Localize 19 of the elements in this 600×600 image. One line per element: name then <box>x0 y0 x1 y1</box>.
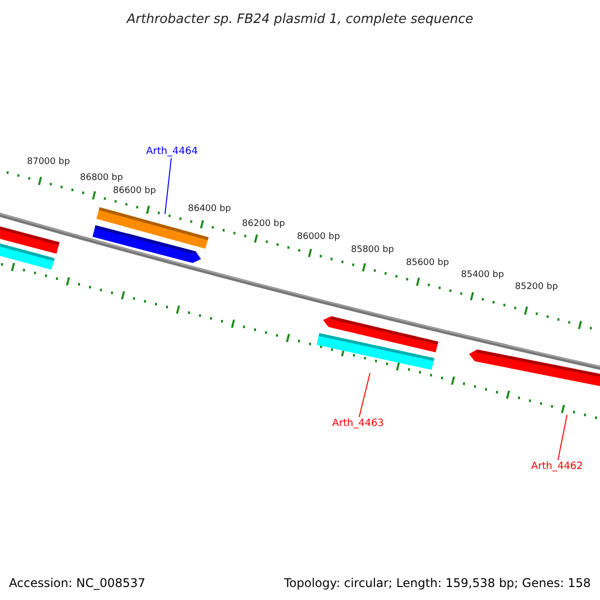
gene-label: Arth_4464 <box>146 145 198 158</box>
gene-label: Arth_4463 <box>332 417 384 430</box>
leader-line <box>358 372 370 418</box>
tick-label: 85800 bp <box>351 244 394 257</box>
footer-text: Topology: circular; Length: 159,538 bp; Genes: 158 <box>284 575 591 592</box>
leader-line <box>164 158 172 214</box>
tick-label: 86800 bp <box>80 172 123 185</box>
tick-label: 86200 bp <box>242 218 285 231</box>
leader-line <box>558 414 568 460</box>
tick-label: 85600 bp <box>406 257 449 270</box>
tick-label: 86400 bp <box>188 203 231 216</box>
tick-label: 86000 bp <box>297 231 340 244</box>
tick-label: 87000 bp <box>27 156 70 169</box>
tick-label: 85200 bp <box>515 281 558 294</box>
footer-text: Accession: NC_008537 <box>9 575 146 592</box>
diagram-title: Arthrobacter sp. FB24 plasmid 1, complete sequence <box>126 11 474 29</box>
tick-label: 86600 bp <box>113 185 156 198</box>
gene-label: Arth_4462 <box>531 460 583 473</box>
tick-label: 85400 bp <box>461 269 504 282</box>
